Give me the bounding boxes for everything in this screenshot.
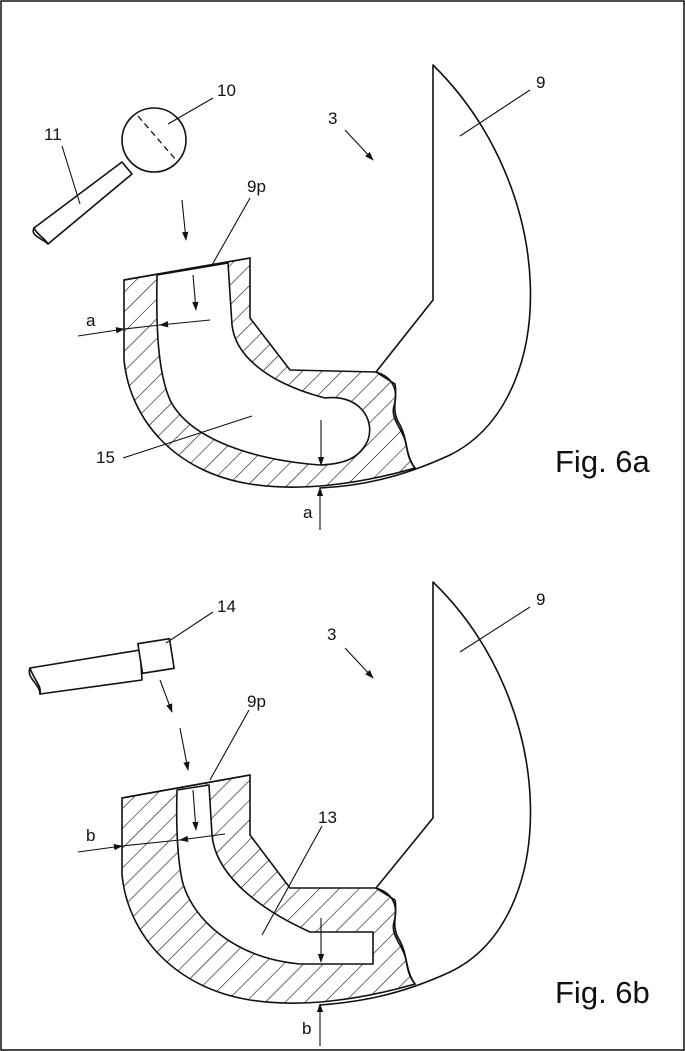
leader-9p	[211, 197, 251, 266]
figure-6a: 11 10 3 9 9p a 15 a Fig. 6a	[32, 64, 651, 530]
shaft-break-mark	[32, 227, 49, 245]
rim-line	[123, 257, 251, 281]
tool-14	[28, 637, 175, 695]
label-9p: 9p	[247, 692, 266, 711]
feed-arrow-channel	[192, 274, 199, 311]
label-3: 3	[327, 625, 336, 644]
dim-b-side-arrow-1	[77, 843, 123, 853]
body-outline	[319, 581, 532, 1006]
channel-15	[155, 262, 371, 466]
label-14: 14	[217, 597, 236, 616]
tool-ball-10	[121, 107, 187, 173]
label-9: 9	[536, 73, 545, 92]
feed-arrow-upper	[159, 679, 173, 713]
direction-arrow-3	[344, 129, 374, 161]
figure-6b: 14 3 9 9p 13 b b Fig. 6b	[28, 581, 650, 1046]
break-line	[375, 371, 416, 469]
label-15: 15	[96, 448, 115, 467]
tool-shaft-11	[33, 161, 133, 245]
tool-tip-14	[137, 637, 175, 675]
leader-13	[261, 825, 323, 936]
figure-caption-6b: Fig. 6b	[555, 975, 650, 1010]
label-13: 13	[318, 808, 337, 827]
feed-arrow-channel	[192, 789, 199, 831]
leader-9	[459, 89, 531, 137]
leader-9	[459, 606, 531, 653]
shaft-break-mark	[28, 667, 41, 695]
label-11: 11	[44, 125, 62, 144]
dim-a-side-line	[123, 324, 161, 330]
label-a-side: a	[86, 311, 96, 330]
dim-a-side-arrow-1	[77, 327, 125, 337]
dim-b-side-line	[121, 839, 181, 847]
feed-arrow-lower	[179, 727, 190, 771]
label-a-bottom: a	[303, 503, 313, 522]
leader-14	[165, 611, 214, 644]
label-b-side: b	[86, 826, 95, 845]
label-10: 10	[217, 81, 236, 100]
tool-10	[32, 107, 187, 245]
label-3: 3	[328, 109, 337, 128]
feed-arrow-top	[181, 199, 189, 241]
figure-caption-6a: Fig. 6a	[555, 444, 651, 479]
label-9p: 9p	[247, 177, 266, 196]
channel-13	[175, 784, 374, 965]
direction-arrow-3	[344, 647, 374, 679]
leader-15	[122, 415, 253, 459]
tool-shaft-14	[29, 649, 143, 695]
break-line	[375, 887, 416, 985]
rim-line	[121, 774, 251, 799]
label-b-bottom: b	[302, 1019, 311, 1038]
dim-a-side-arrow-2	[159, 319, 211, 328]
leader-9p	[209, 709, 250, 781]
dim-b-side-arrow-2	[179, 833, 226, 843]
leader-11	[61, 145, 81, 205]
body-outline	[319, 64, 532, 489]
leader-10	[167, 97, 214, 125]
label-9: 9	[536, 590, 545, 609]
hatched-wall-section	[121, 774, 416, 1004]
